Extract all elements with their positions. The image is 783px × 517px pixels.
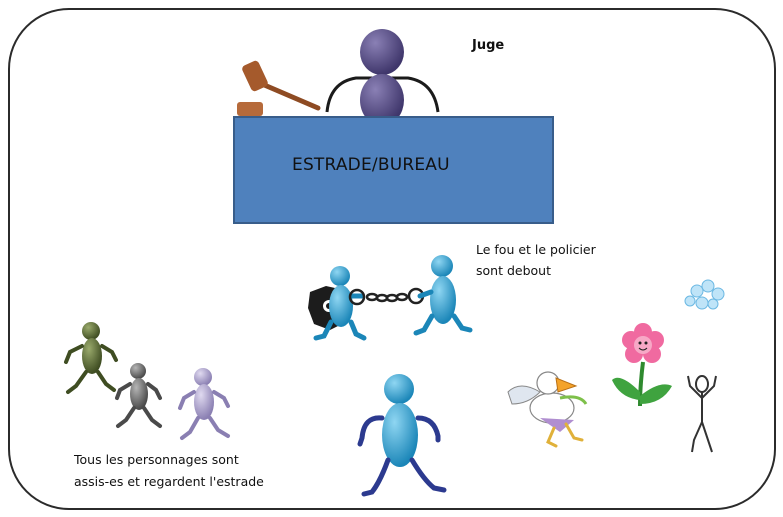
handcuffs-icon	[348, 287, 425, 306]
duck-icon	[507, 371, 588, 448]
seated-note-line2: assis-es et regardent l'estrade	[74, 474, 264, 489]
standing-note-line2: sont debout	[476, 263, 551, 278]
seated-note-line1: Tous les personnages sont	[74, 452, 239, 467]
fool-figure	[413, 255, 473, 336]
lavender-figure	[178, 368, 230, 440]
central-figure	[357, 374, 447, 497]
flower-icon	[612, 323, 672, 407]
policeman-figure	[313, 266, 367, 341]
judge-figure	[325, 29, 440, 126]
olive-figure	[64, 322, 118, 394]
bubbles-icon	[684, 279, 725, 310]
gray-figure	[115, 363, 162, 428]
standing-note-line1: Le fou et le policier	[476, 242, 596, 257]
gavel-icon	[237, 60, 321, 116]
judge-label: Juge	[472, 38, 505, 53]
stick-figure-icon	[687, 375, 717, 453]
desk-label: ESTRADE/BUREAU	[292, 155, 450, 175]
desk	[233, 116, 554, 224]
